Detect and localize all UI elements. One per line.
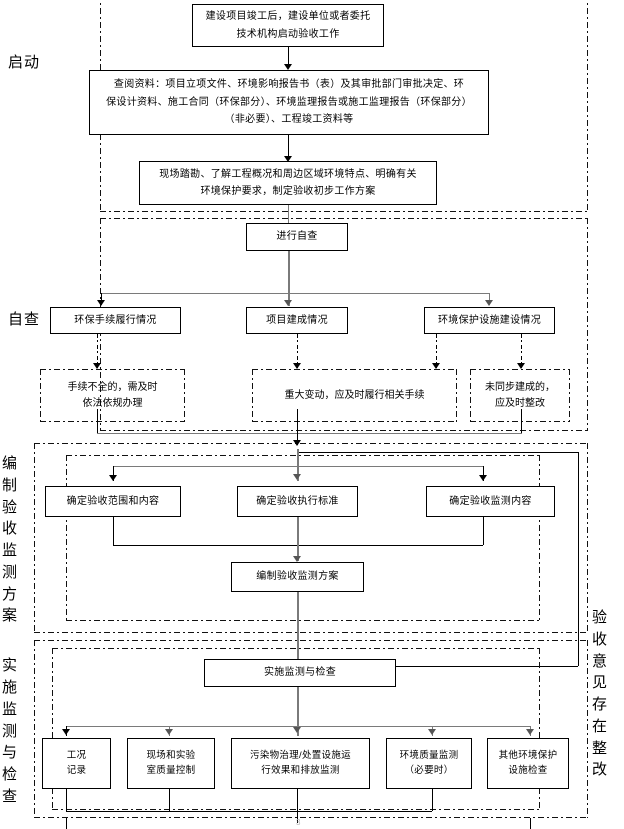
edge-selfcheck-trunk xyxy=(288,251,290,306)
node-kickoff[interactable]: 建设项目竣工后，建设单位或者委托 技术机构启动验收工作 xyxy=(192,4,384,47)
edge-selfcheck-right-arrow xyxy=(485,300,493,306)
node-facility-status[interactable]: 环境保护设施建设情况 xyxy=(424,307,555,334)
edge-task1-arrow xyxy=(62,729,70,735)
edge-compile-implement xyxy=(297,592,299,662)
edge-selfcheck-left-drop xyxy=(101,293,102,305)
feedback-rail-top xyxy=(297,452,578,453)
node-other-facility[interactable]: 其他环境保护 设施检查 xyxy=(487,738,569,789)
frame-tick-right xyxy=(530,818,531,829)
side-label-rework-text: 验收意见存在整改 xyxy=(592,610,609,779)
node-compile[interactable]: 编制验收监测方案 xyxy=(231,562,364,592)
edge-task4-arrow xyxy=(428,729,436,735)
node-implement[interactable]: 实施监测与检查 xyxy=(204,659,396,687)
section-frame-plan xyxy=(34,443,588,633)
edge-task4-bottom xyxy=(432,789,433,811)
edge-facility-remedy-right-arrow xyxy=(517,363,525,369)
edge-kickoff-documents-arrow xyxy=(284,64,292,70)
node-documents[interactable]: 查阅资料：项目立项文件、环境影响报告书（表）及其审批部门审批决定、环 保设计资料… xyxy=(89,70,489,135)
feedback-rail-vertical xyxy=(578,452,579,666)
stage-label-self-check-text: 自查 xyxy=(7,312,41,328)
node-change-remedy[interactable]: 重大变动，应及时履行相关手续 xyxy=(284,389,425,401)
node-condition-record[interactable]: 工况 记录 xyxy=(42,738,111,789)
node-permit-status[interactable]: 环保手续履行情况 xyxy=(50,307,181,334)
edge-facility-remedy-right xyxy=(521,334,522,368)
node-content[interactable]: 确定验收监测内容 xyxy=(426,486,555,517)
edge-task5-arrow xyxy=(526,729,534,735)
edge-task2-arrow xyxy=(165,729,173,735)
node-survey[interactable]: 现场踏勘、了解工程概况和周边区域环境特点、明确有关 环境保护要求，制定验收初步工… xyxy=(139,161,437,205)
edge-selfcheck-left-arrow xyxy=(97,300,105,306)
edge-plan-merge-center xyxy=(297,517,299,561)
edge-selfcheck-fan xyxy=(101,293,490,294)
stage-label-start-text: 启动 xyxy=(7,55,41,71)
edge-survey-selfcheck xyxy=(288,205,289,221)
edge-build-remedy xyxy=(297,334,298,368)
edge-facility-remedy-left xyxy=(436,334,437,368)
edge-task1-bottom xyxy=(66,789,67,811)
edge-documents-survey xyxy=(288,135,289,160)
edge-permit-remedy-arrow xyxy=(93,363,101,369)
node-scope[interactable]: 确定验收范围和内容 xyxy=(45,486,181,517)
node-permit-remedy[interactable]: 手续不全的，需及时 依法依规办理 xyxy=(67,381,158,409)
stage-label-execute-text: 实施监测与检查 xyxy=(2,658,19,805)
plan-inner-frame xyxy=(66,455,540,621)
edge-merge-right-drop xyxy=(521,409,522,433)
node-standard[interactable]: 确定验收执行标准 xyxy=(237,486,358,517)
edge-plan-right-drop xyxy=(483,466,484,481)
edge-tasks-fan xyxy=(66,726,530,727)
edge-implement-center-arrow xyxy=(293,727,301,733)
edge-plan-merge-arrow xyxy=(293,556,301,562)
edge-build-remedy-arrow xyxy=(293,363,301,369)
frame-tick-left xyxy=(66,818,67,829)
node-do-self-check[interactable]: 进行自查 xyxy=(246,223,348,251)
edge-task2-bottom xyxy=(169,789,170,811)
edge-selfcheck-right-drop xyxy=(489,293,490,305)
node-treatment-monitor[interactable]: 污染物治理/处置设施运 行效果和排放监测 xyxy=(231,738,370,789)
edge-plan-center-arrow xyxy=(293,474,301,480)
edge-scope-drop xyxy=(113,517,114,545)
edge-plan-fan xyxy=(113,466,483,467)
edge-plan-left-drop xyxy=(113,466,114,481)
node-qa-qc[interactable]: 现场和实验 室质量控制 xyxy=(127,738,215,789)
page-number: 3 xyxy=(296,818,301,827)
stage-label-plan: 编制验收监测方案 xyxy=(2,456,32,624)
edge-tasks-merge-down xyxy=(297,811,298,823)
edge-plan-left-arrow xyxy=(109,475,117,481)
edge-implement-trunk xyxy=(297,687,299,736)
node-build-status[interactable]: 项目建成情况 xyxy=(246,307,348,334)
edge-plan-trunk xyxy=(297,449,299,481)
edge-merge-center xyxy=(297,409,298,445)
edge-merge-center-arrow xyxy=(293,440,301,446)
edge-content-drop xyxy=(483,517,484,545)
edge-into-selfcheck xyxy=(288,221,289,224)
edge-tasks-merge-bar xyxy=(66,811,432,812)
edge-permit-remedy xyxy=(97,334,98,368)
edge-selfcheck-center-arrow xyxy=(284,300,292,306)
edge-merge-bar xyxy=(97,433,522,434)
node-env-quality[interactable]: 环境质量监测 （必要时） xyxy=(386,738,472,789)
edge-kickoff-documents xyxy=(288,47,289,68)
stage-label-start: 启动 xyxy=(6,18,42,108)
stage-label-self-check: 自查 xyxy=(6,275,42,365)
edge-facility-remedy-left-arrow xyxy=(432,363,440,369)
node-facility-remedy[interactable]: 未同步建成的， 应及时整改 xyxy=(485,381,555,409)
edge-plan-right-arrow xyxy=(479,475,487,481)
stage-label-plan-text: 编制验收监测方案 xyxy=(2,456,19,625)
edge-task3-bottom xyxy=(297,789,298,811)
stage-label-execute: 实施监测与检查 xyxy=(2,658,32,805)
edge-documents-survey-arrow xyxy=(284,156,292,162)
side-label-rework: 验收意见存在整改 xyxy=(592,600,620,790)
edge-merge-left-drop xyxy=(97,409,98,433)
